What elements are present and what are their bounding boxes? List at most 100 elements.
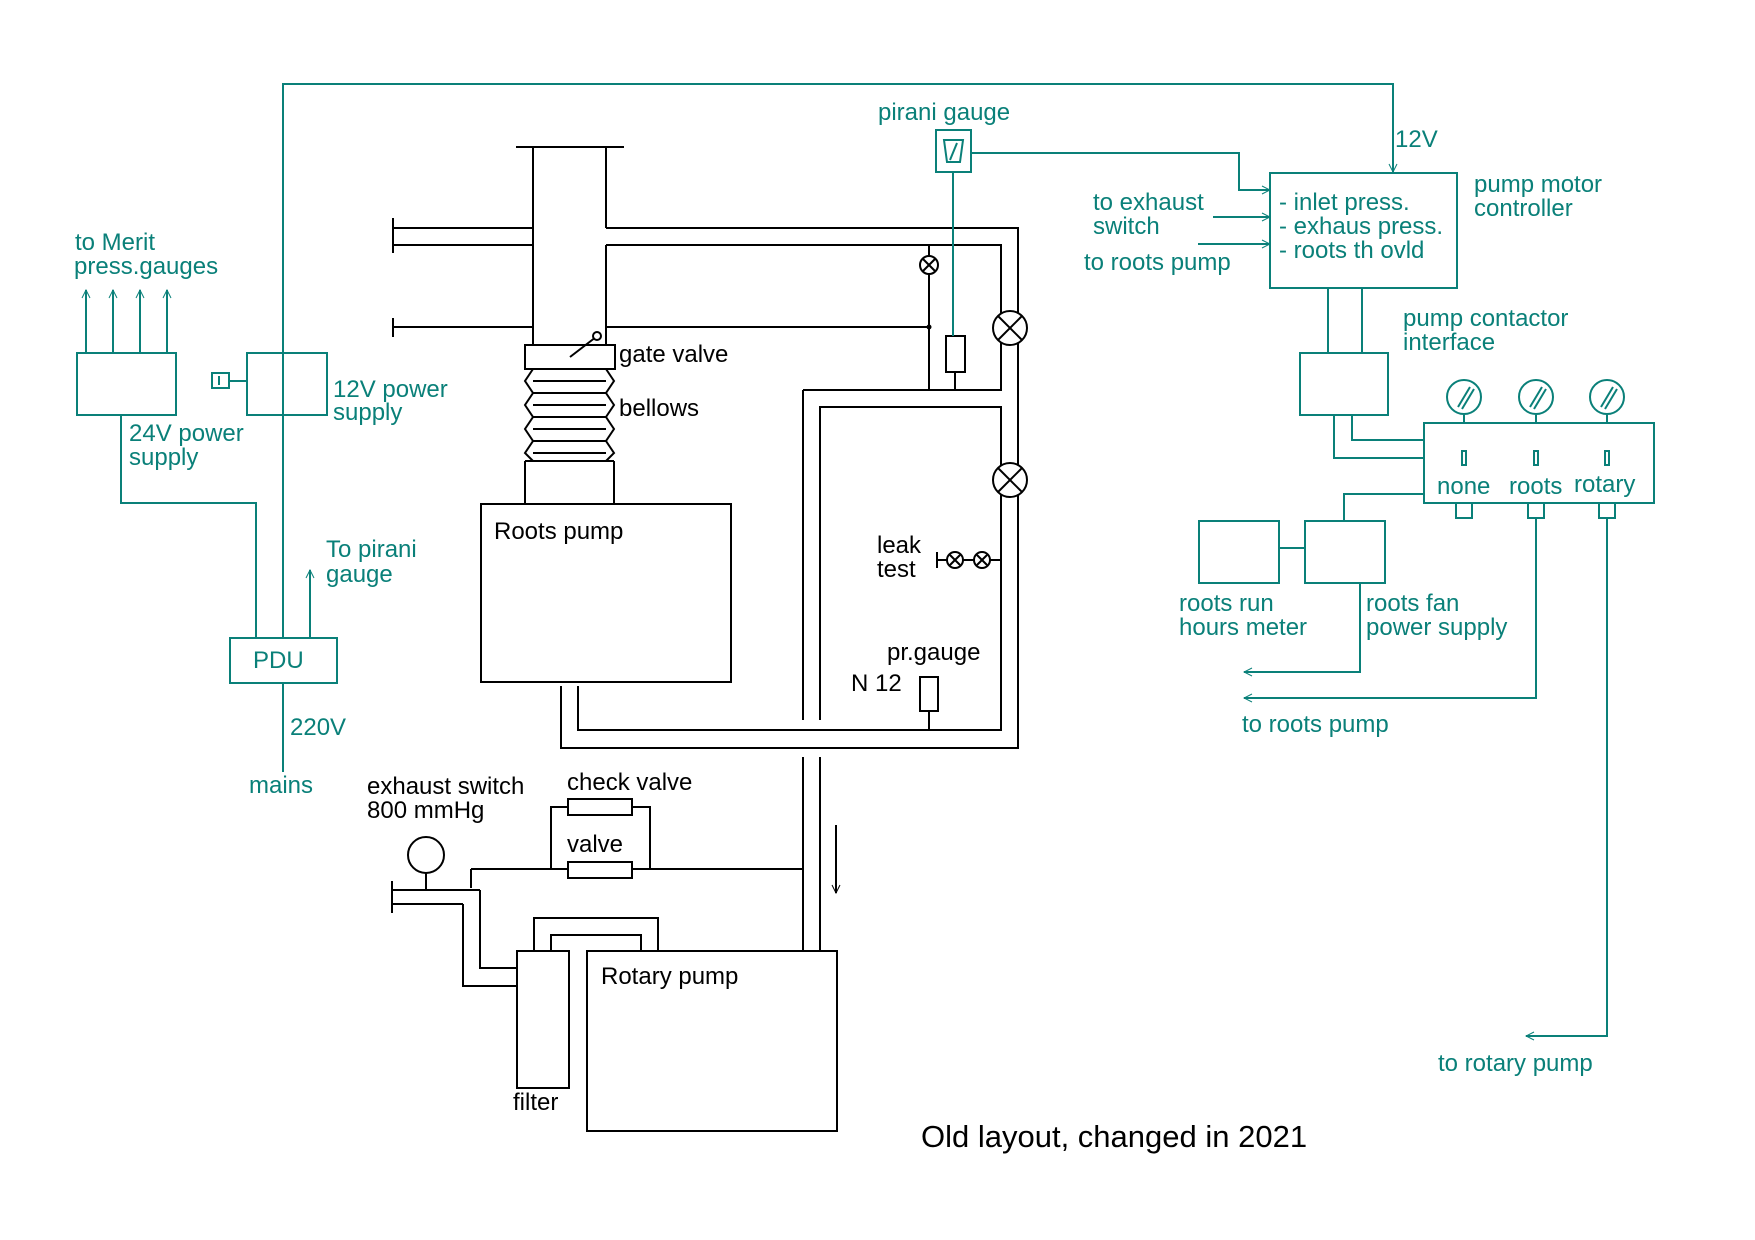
label-pirani-gauge: pirani gauge (878, 99, 1010, 126)
small-valve-cross-b (922, 258, 936, 272)
gauge-icon (1446, 379, 1482, 415)
controller-section (935, 129, 1655, 1036)
label-800-mmhg: 800 mmHg (367, 797, 484, 824)
label-press-gauges: press.gauges (74, 253, 218, 280)
terminal-roots (1527, 502, 1545, 519)
label-valve: valve (567, 831, 623, 858)
label-12v-power: 12V power (333, 376, 448, 403)
wire-contactor-switches-1 (1333, 415, 1424, 459)
leak-valve-1-cross-b (949, 554, 961, 566)
sense-junction (926, 324, 932, 330)
leak-valve-2-cross-b (976, 554, 988, 566)
label-pirani-gauge-dest: gauge (326, 561, 393, 588)
label-rotary-pump: Rotary pump (601, 963, 738, 990)
left-electrical (76, 83, 1393, 772)
label-none: none (1437, 473, 1490, 500)
pirani-gauge-needle (949, 142, 958, 161)
label-roots-fan: roots fan (1366, 590, 1459, 617)
pump-motor-controller-box (1269, 172, 1458, 289)
label-220v: 220V (290, 714, 346, 741)
label-interface: interface (1403, 329, 1495, 356)
filter-loop-inner (550, 934, 642, 951)
check-valve-branch-right (632, 806, 651, 869)
bypass-outer (560, 227, 1019, 749)
gauge-3-needle-b (1604, 388, 1618, 410)
label-pr-gauge: pr.gauge (887, 639, 980, 666)
gauge-2-needle-b (1533, 388, 1547, 410)
label-roots-pump: Roots pump (494, 518, 623, 545)
label-pump-contactor: pump contactor (1403, 305, 1568, 332)
label-24v-supply: supply (129, 444, 198, 471)
label-leak: leak (877, 532, 922, 559)
bypass-inner (577, 406, 1002, 731)
label-controller: controller (1474, 195, 1573, 222)
check-valve-box (567, 798, 633, 816)
gauge-3-needle (1600, 386, 1614, 408)
valve-box (567, 861, 633, 879)
label-gate-valve: gate valve (619, 341, 728, 368)
roots-fan-power-supply-box (1304, 520, 1386, 584)
bellows-right (604, 368, 616, 462)
label-roots: roots (1509, 473, 1562, 500)
power-supply-12v-box (246, 352, 328, 416)
gauge-3-dial (1589, 379, 1625, 415)
wire-12v-controller (282, 83, 1393, 638)
rotary-pump-box (586, 950, 838, 1132)
label-power-supply: power supply (1366, 614, 1507, 641)
label-to-pirani: To pirani (326, 536, 417, 563)
label-to-exhaust: to exhaust (1093, 189, 1204, 216)
label-24v-power: 24V power (129, 420, 244, 447)
roots-run-hours-meter-box (1198, 520, 1280, 584)
label-to-merit: to Merit (75, 229, 155, 256)
merit-gauges-box (76, 352, 177, 416)
terminal-none (1455, 502, 1473, 519)
wire-fan-supply-to-roots (1244, 583, 1361, 672)
gauge-2-needle (1529, 386, 1543, 408)
check-valve-branch-left (550, 806, 568, 869)
label-mains: mains (249, 772, 313, 799)
controller-inlet-press: - inlet press. (1279, 189, 1410, 216)
label-12v-supply: supply (333, 399, 402, 426)
wire-switch-fan-supply (1343, 493, 1424, 521)
label-hours-meter: hours meter (1179, 614, 1307, 641)
gauge-1-needle (1457, 386, 1471, 408)
label-to-rotary-pump: to rotary pump (1438, 1050, 1593, 1077)
label-to-roots-pump-bottom: to roots pump (1242, 711, 1389, 738)
bypass-inner-top (606, 244, 1002, 391)
pirani-sensor (945, 335, 966, 373)
label-check-valve: check valve (567, 769, 692, 796)
gate-valve-stem (569, 336, 597, 358)
valve-2-cross-b (997, 467, 1023, 493)
valve-1-cross-b (997, 315, 1023, 341)
controller-roots-th-ovld: - roots th ovld (1279, 237, 1424, 264)
gauge-icon (1589, 379, 1625, 415)
label-bellows: bellows (619, 395, 699, 422)
terminal-rotary (1598, 502, 1616, 519)
pirani-gauge-dial (942, 139, 965, 163)
label-switch: switch (1093, 213, 1160, 240)
label-filter: filter (513, 1089, 558, 1116)
controller-exhaus-press: - exhaus press. (1279, 213, 1443, 240)
gate-valve (524, 344, 616, 370)
gate-valve-knob (592, 331, 602, 341)
filter-loop-outer (533, 917, 659, 951)
filter-inlet-a (479, 890, 517, 969)
wire-contactor-switches-2 (1351, 415, 1424, 441)
wire-24v-pdu (120, 415, 257, 638)
roots-pump-box (480, 503, 732, 683)
label-rotary: rotary (1574, 471, 1635, 498)
label-12v: 12V (1395, 126, 1438, 153)
label-test: test (877, 556, 916, 583)
label-pump-motor: pump motor (1474, 171, 1602, 198)
pump-contactor-interface-box (1299, 352, 1389, 416)
label-to-roots-pump-top: to roots pump (1084, 249, 1231, 276)
gauge-1-needle-b (1461, 388, 1475, 410)
exhaust-switch-gauge-icon (407, 836, 445, 874)
switch-roots-indicator (1533, 450, 1539, 466)
switch-none-indicator (1461, 450, 1467, 466)
caption: Old layout, changed in 2021 (921, 1119, 1307, 1154)
gauge-1-dial (1446, 379, 1482, 415)
gauge-2-dial (1518, 379, 1554, 415)
pr-gauge-sensor (919, 676, 939, 712)
